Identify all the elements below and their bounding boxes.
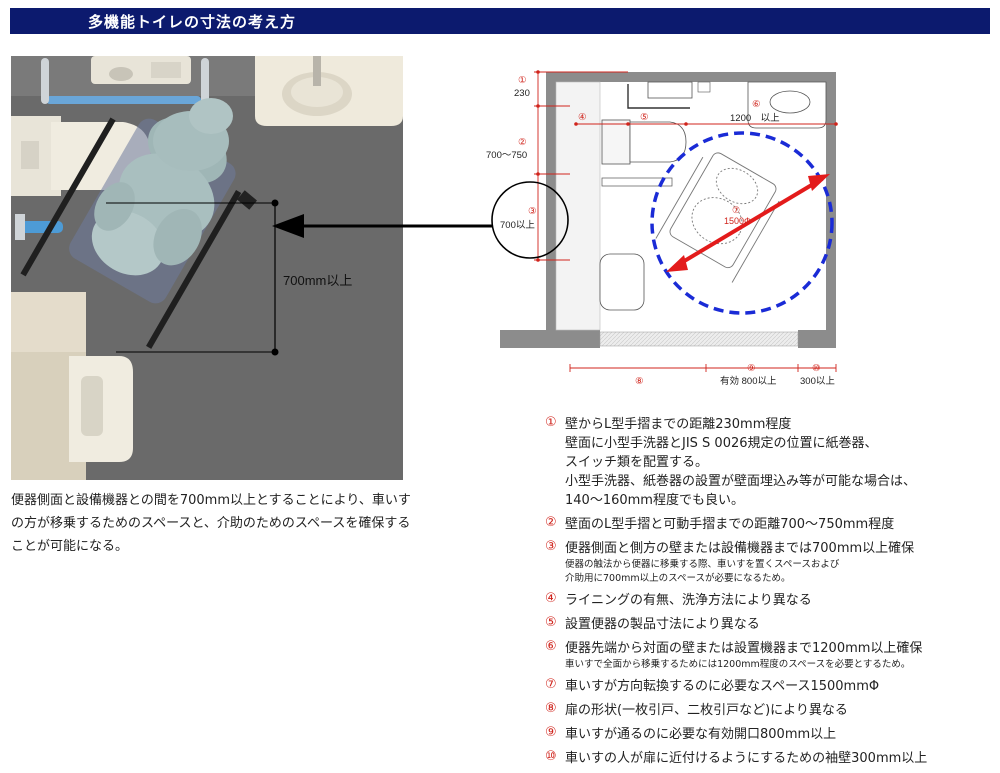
note-7: ⑦ 車いすが方向転換するのに必要なスペース1500mmΦ [545, 677, 880, 694]
label-300-above: 300以上 [800, 376, 835, 387]
note-3: ③ 便器側面と側方の壁または設備機器までは700mm以上確保 便器の触法から便器… [545, 539, 915, 584]
photo-caption: 便器側面と設備機器との間を700mm以上とすることにより、車いすの方が移乗するた… [11, 493, 411, 554]
toilet-tank-plan [601, 119, 631, 165]
svg-text:④: ④ [578, 112, 587, 123]
toilet-bowl-plan [629, 121, 687, 163]
highlight-oval [491, 181, 569, 259]
svg-text:②: ② [518, 137, 527, 148]
right-wall [826, 72, 836, 330]
label-230: 230 [514, 88, 530, 99]
svg-text:①: ① [518, 75, 527, 86]
left-wall [546, 72, 556, 330]
turning-diameter-label: 1500Φ [724, 216, 751, 226]
label-700-above: 700以上 [500, 220, 535, 231]
svg-text:③: ③ [528, 206, 537, 217]
label-1200-above: 1200 以上 [730, 113, 780, 124]
note-1: ① 壁からL型手摺までの距離230mm程度 壁面に小型手洗器とJIS S 002… [545, 415, 917, 508]
turning-circle [650, 131, 834, 315]
l-grab-bar-icon [46, 96, 201, 104]
pointer-arrow-icon [272, 214, 492, 238]
svg-text:⑥: ⑥ [752, 99, 761, 110]
page-title: 多機能トイレの寸法の考え方 [88, 13, 297, 31]
notes-list: ① 壁からL型手摺までの距離230mm程度 壁面に小型手洗器とJIS S 002… [545, 415, 995, 773]
note-2: ② 壁面のL型手摺と可動手摺までの距離700～750mm程度 [545, 515, 895, 532]
note-4: ④ ライニングの有無、洗浄方法により異なる [545, 591, 812, 608]
counter-icon [11, 292, 86, 352]
note-5: ⑤ 設置便器の製品寸法により異なる [545, 615, 760, 632]
ostomate-sink-plan [599, 253, 645, 311]
label-800-above: 有効 800以上 [720, 375, 777, 387]
svg-text:⑤: ⑤ [640, 112, 649, 123]
svg-text:⑩: ⑩ [812, 363, 821, 374]
svg-text:⑨: ⑨ [747, 363, 756, 374]
sliding-door-icon [599, 331, 799, 347]
label-700-750: 700～750 [486, 150, 527, 161]
svg-text:⑧: ⑧ [635, 376, 644, 387]
header-bar: 多機能トイレの寸法の考え方 [10, 8, 990, 34]
note-8: ⑧ 扉の形状(一枚引戸、二枚引戸など)により異なる [545, 701, 848, 718]
toilet-floor-plan: ⑦ 1500Φ ① 230 ② 700～750 ③ 700以上 ④ ⑤ ⑥ 12… [486, 70, 838, 387]
note-6: ⑥ 便器先端から対面の壁または設置機器まで1200mm以上確保 車いすで全面から… [545, 639, 923, 670]
photo-dimension-label: 700mm以上 [283, 273, 352, 288]
top-wall [546, 72, 836, 82]
svg-text:⑦: ⑦ [732, 205, 740, 215]
note-10: ⑩ 車いすの人が扉に近付けるようにするための袖壁300mm以上 [545, 749, 928, 766]
toilet-render-image: 700mm以上 [11, 56, 403, 480]
note-9: ⑨ 車いすが通るのに必要な有効開口800mm以上 [545, 725, 837, 742]
